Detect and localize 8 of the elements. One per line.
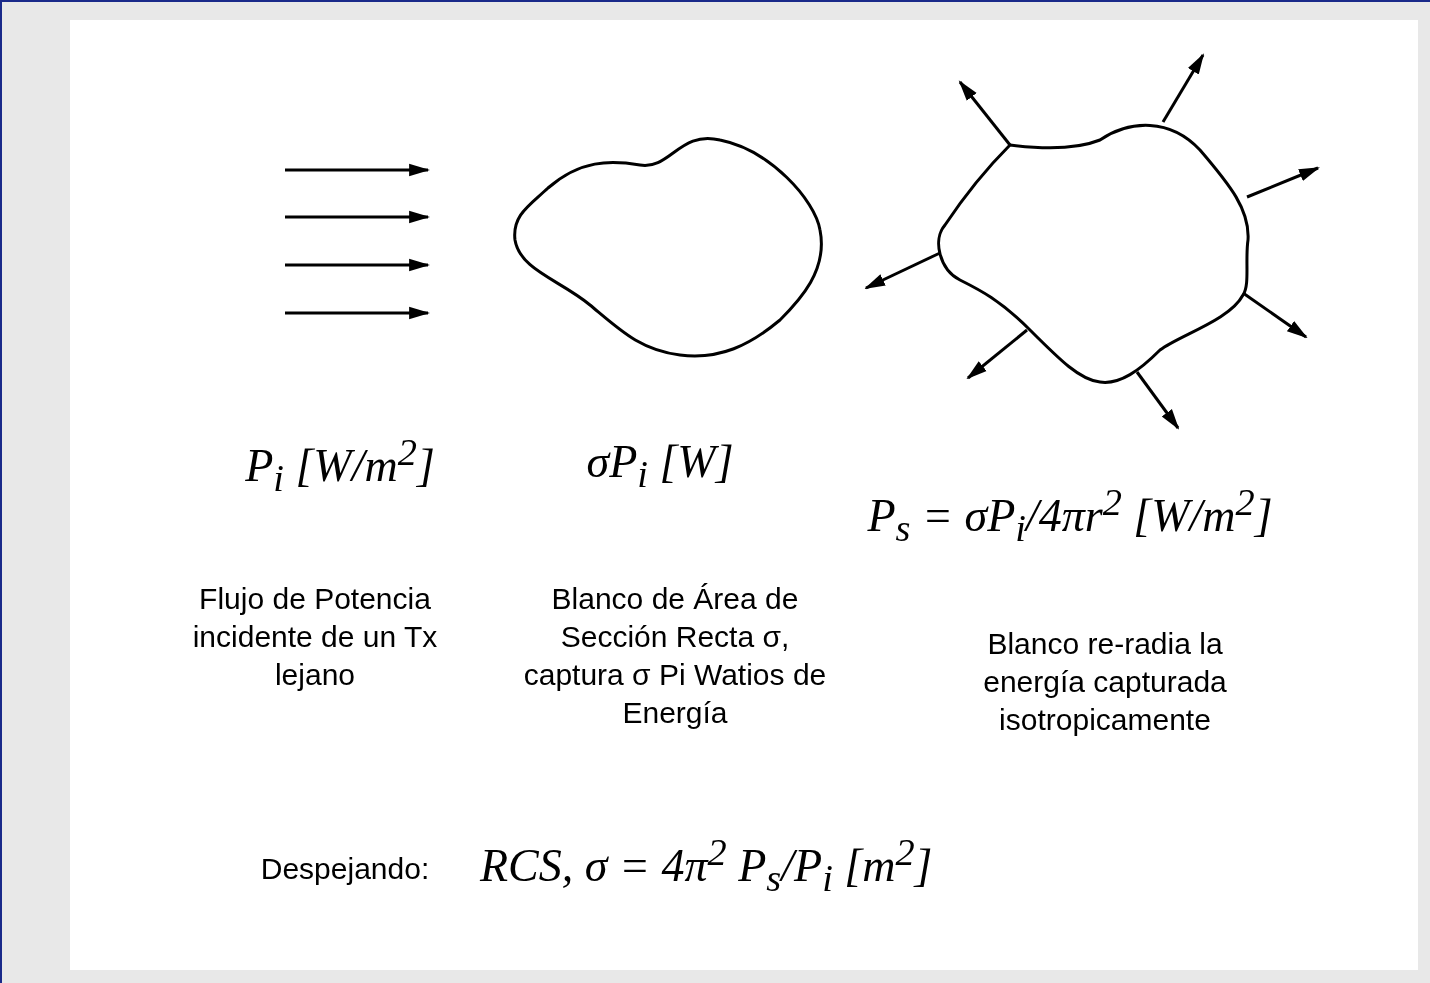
caption-text: Flujo de Potencia incidente de un Tx lejano — [192, 582, 438, 691]
formula: RCS, σ = 4π$^{2}$ P$_{s}$/P$_{i}$ [m$^{2}$] — [480, 840, 933, 892]
formula: P$_{i}$ [W/m$^{2}$] — [245, 440, 435, 492]
caption-text: Despejando: — [260, 852, 430, 885]
formula: P$_{s}$ = σP$_{i}$/4πr$^{2}$ [W/m$^{2}$] — [867, 490, 1273, 542]
formula: σP$_{i}$ [W] — [586, 436, 734, 487]
caption-text: Blanco re-radia la energía capturada isotropicamente — [983, 627, 1227, 736]
caption-text: Blanco de Área de Sección Recta σ, captura σ Pi Watios de Energía — [523, 582, 827, 729]
